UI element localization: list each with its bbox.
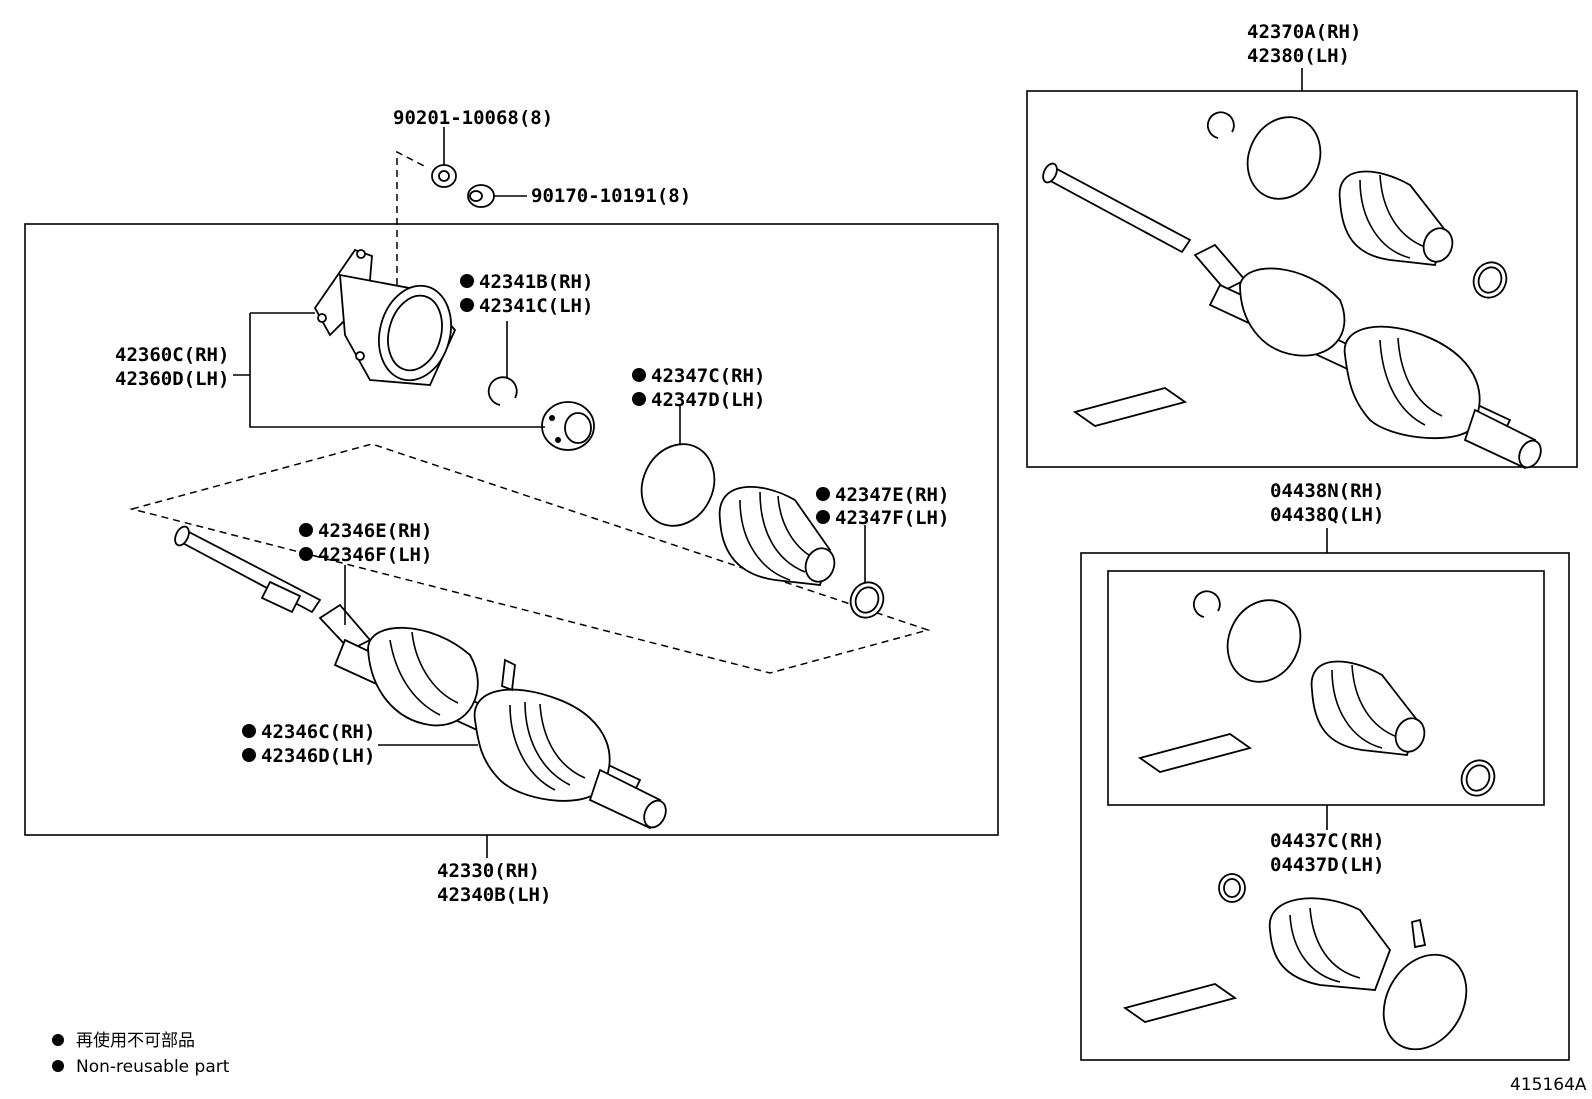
label-42346C: 42346C(RH) <box>261 721 375 743</box>
label-04437C: 04437C(RH) <box>1270 830 1384 852</box>
label-42347F: 42347F(LH) <box>835 507 949 529</box>
joint-housing-icon <box>313 248 457 386</box>
snap-ring-icon <box>487 376 518 406</box>
label-42346E: 42346E(RH) <box>318 520 432 542</box>
leader-42360 <box>233 312 545 428</box>
non-reusable-dot <box>816 487 830 501</box>
non-reusable-dot <box>299 547 313 561</box>
label-42341C: 42341C(LH) <box>479 295 593 317</box>
label-42340B: 42340B(LH) <box>437 884 551 906</box>
legend-dot <box>52 1060 64 1072</box>
boot-clamp-large-icon <box>640 443 716 527</box>
main-assembly-frame <box>24 223 999 836</box>
washer-icon <box>431 164 457 188</box>
label-90201: 90201-10068(8) <box>393 107 553 129</box>
label-42341B: 42341B(RH) <box>479 271 593 293</box>
label-04438N: 04438N(RH) <box>1270 480 1384 502</box>
boot-clamp-small-icon <box>849 581 885 619</box>
non-reusable-dot <box>632 368 646 382</box>
label-42346F: 42346F(LH) <box>318 544 432 566</box>
label-42380: 42380(LH) <box>1247 45 1350 67</box>
legend-en: Non-reusable part <box>76 1057 230 1077</box>
label-42330: 42330(RH) <box>437 860 540 882</box>
non-reusable-dot <box>632 392 646 406</box>
figure-id: 415164A <box>1510 1075 1587 1095</box>
label-42360D: 42360D(LH) <box>115 368 229 390</box>
outer-boot-kit-icon <box>1137 590 1496 797</box>
non-reusable-dot <box>242 748 256 762</box>
label-42360C: 42360C(RH) <box>115 344 229 366</box>
non-reusable-dot <box>460 274 474 288</box>
non-reusable-dot <box>460 298 474 312</box>
non-reusable-dot <box>242 724 256 738</box>
non-reusable-dot <box>299 523 313 537</box>
inner-boot-kit-icon <box>1122 873 1468 1051</box>
boot-icon <box>718 485 836 586</box>
label-42347E: 42347E(RH) <box>835 484 949 506</box>
drive-shaft-icon <box>174 525 667 830</box>
tripod-joint-icon <box>541 401 595 451</box>
label-90170: 90170-10191(8) <box>531 185 691 207</box>
legend-dot <box>52 1034 64 1046</box>
label-42346D: 42346D(LH) <box>261 745 375 767</box>
legend-jp: 再使用不可部品 <box>76 1030 195 1051</box>
label-04437D: 04437D(LH) <box>1270 854 1384 876</box>
outer-kit-frame <box>1080 552 1570 1061</box>
boot-kit-dashed-outline <box>129 443 931 674</box>
label-42347C: 42347C(RH) <box>651 365 765 387</box>
label-42370A: 42370A(RH) <box>1247 21 1361 43</box>
inboard-shaft-kit-icon <box>1042 111 1542 470</box>
bolt-dashed-line <box>396 150 429 285</box>
non-reusable-dot <box>816 510 830 524</box>
label-42347D: 42347D(LH) <box>651 389 765 411</box>
inner-kit-frame <box>1107 570 1545 806</box>
nut-icon <box>467 184 495 208</box>
label-04438Q: 04438Q(LH) <box>1270 504 1384 526</box>
